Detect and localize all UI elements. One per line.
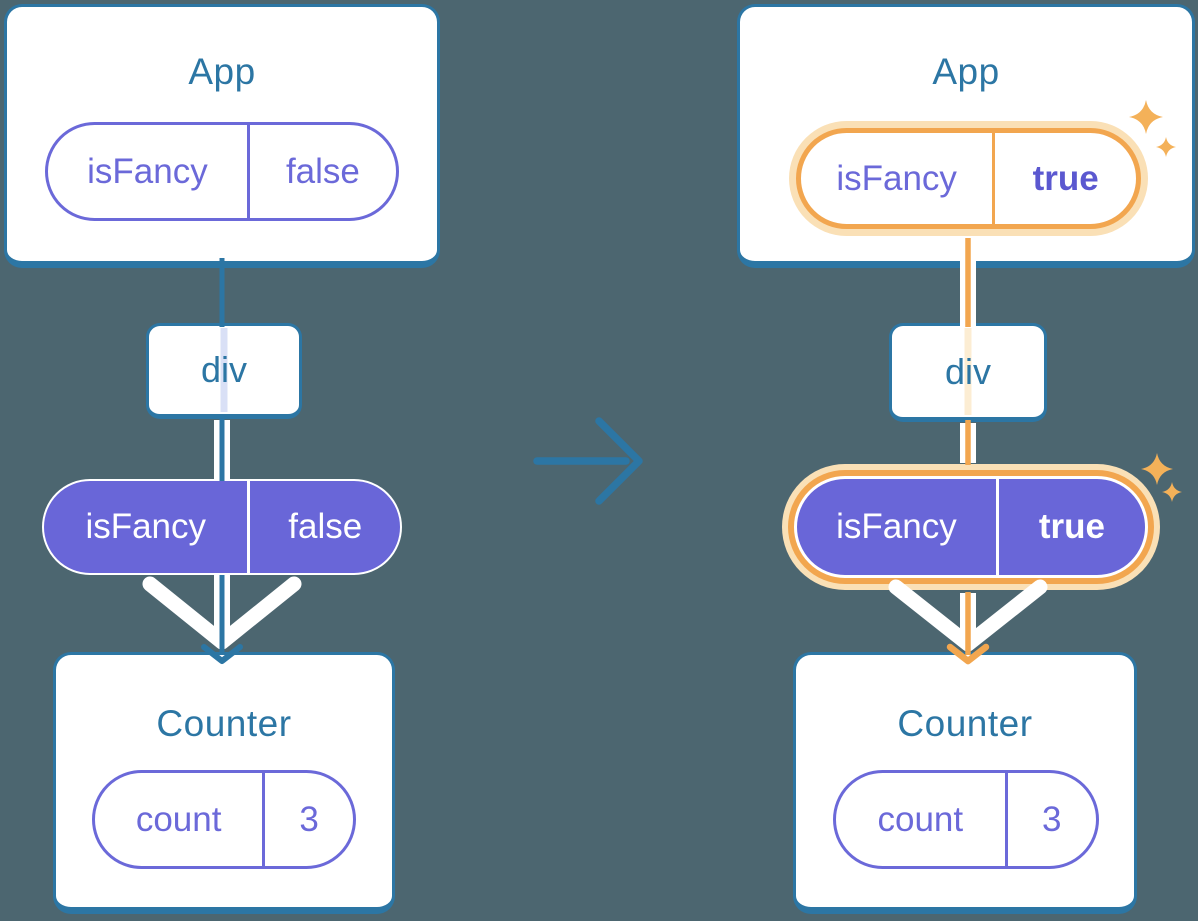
counter-card-left: Counter count 3 [53, 652, 395, 914]
app-title: App [932, 51, 1000, 92]
edge-div-pill-left [214, 417, 230, 481]
prop-pill-app-left: isFancy false [45, 122, 399, 221]
prop-name: isFancy [44, 481, 251, 573]
counter-title: Counter [897, 703, 1033, 744]
state-name: count [95, 773, 266, 866]
state-name: count [836, 773, 1008, 866]
prop-value: true [1038, 507, 1105, 546]
prop-value: false [288, 507, 363, 546]
edge-div-pill-right [960, 420, 976, 465]
state-value: 3 [299, 799, 319, 839]
counter-title: Counter [156, 703, 292, 744]
prop-flow-line-faint [964, 328, 972, 415]
prop-name: isFancy [801, 133, 996, 224]
passed-prop-pill-right-highlighted: isFancy true [794, 476, 1148, 578]
sparkle-icon [1141, 453, 1173, 485]
div-label: div [200, 349, 248, 390]
app-card-right: App isFancy true [737, 4, 1195, 268]
prop-name: isFancy [48, 125, 250, 218]
passed-prop-pill-left: isFancy false [42, 479, 402, 575]
div-node-left: div [146, 323, 302, 419]
state-pill-counter-right: count 3 [833, 770, 1099, 869]
counter-card-right: Counter count 3 [793, 652, 1137, 914]
state-value: 3 [1042, 799, 1062, 839]
prop-arrow-right [888, 579, 1048, 665]
prop-arrow-left [142, 575, 302, 664]
sparkles-passed-pill [1141, 453, 1182, 502]
state-pill-counter-left: count 3 [92, 770, 356, 869]
prop-pill-app-right-highlighted: isFancy true [796, 128, 1141, 229]
prop-value: true [1032, 158, 1099, 198]
prop-flow-line-faint [220, 328, 228, 412]
sparkle-icon [1162, 482, 1182, 502]
div-node-right: div [889, 323, 1047, 422]
prop-value: false [285, 151, 360, 191]
app-title: App [188, 51, 256, 92]
transition-arrow-icon [533, 417, 643, 505]
prop-name: isFancy [797, 479, 999, 575]
div-label: div [944, 350, 992, 392]
app-card-left: App isFancy false [4, 4, 440, 268]
